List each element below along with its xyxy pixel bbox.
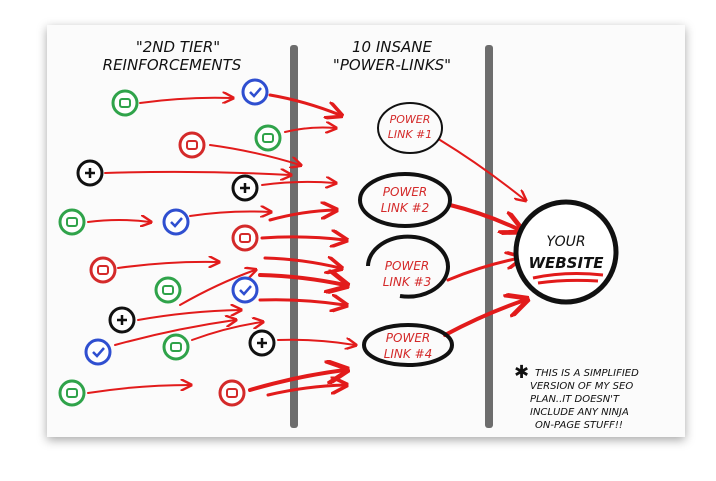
power-link-1-line2: LINK #1	[388, 128, 433, 141]
your-website-circle	[513, 199, 619, 305]
power-link-2-circle	[358, 172, 452, 228]
green-icon-16	[162, 333, 190, 361]
power-link-1-circle	[377, 102, 443, 154]
red-arrow-10	[117, 262, 218, 269]
red-icon-18	[218, 379, 246, 407]
red-arrow-19	[248, 370, 345, 392]
heading-tier2-line2: REINFORCEMENTS	[103, 56, 242, 74]
footnote-line1: THIS IS A SIMPLIFIED	[535, 368, 639, 379]
red-arrow-16	[191, 322, 262, 341]
black-icon-6	[231, 174, 259, 202]
power-link-2-line2: LINK #2	[381, 201, 430, 215]
black-icon-13	[108, 306, 136, 334]
red-arrow-15	[114, 320, 235, 346]
heading-power-line2: "POWER-LINKS"	[333, 56, 451, 74]
footnote-star-icon: ✱	[514, 362, 529, 383]
heading-tier2-line1: "2ND TIER"	[136, 38, 220, 56]
heading-power-line1: 10 INSANE	[352, 38, 433, 56]
footnote-line3: PLAN..IT DOESN'T	[530, 394, 620, 405]
arrow-layer	[87, 93, 525, 397]
power-link-4: POWER LINK #4	[362, 323, 454, 367]
red-arrow-11	[258, 275, 345, 285]
power-link-4-line2: LINK #4	[384, 347, 433, 361]
power-link-4-circle	[362, 323, 454, 367]
red-icon-9	[231, 224, 259, 252]
red-arrow-13	[179, 270, 255, 306]
blue-icon-2	[241, 78, 269, 106]
your-website-underline	[532, 272, 604, 285]
blue-icon-8	[162, 208, 190, 236]
divider-right	[485, 45, 493, 428]
black-icon-14	[248, 329, 276, 357]
power-link-3-line2: LINK #3	[383, 275, 432, 289]
red-arrow-8	[87, 220, 150, 222]
power-link-1-line1: POWER	[390, 113, 431, 126]
power-link-2: POWER LINK #2	[358, 172, 452, 228]
red-arrow-24	[443, 300, 525, 337]
power-link-3-circle	[366, 234, 450, 299]
red-arrow-18	[87, 385, 190, 394]
green-icon-1	[111, 89, 139, 117]
footnote-line4: INCLUDE ANY NINJA	[530, 407, 629, 418]
icon-layer	[58, 78, 282, 407]
red-icon-3	[178, 131, 206, 159]
red-arrow-22	[448, 203, 520, 230]
red-arrow-21	[439, 139, 525, 200]
power-link-1: POWER LINK #1	[377, 102, 443, 154]
red-arrow-3	[284, 128, 335, 133]
your-website-line1: YOUR	[546, 234, 585, 250]
red-arrow-1	[139, 98, 232, 103]
power-link-2-line1: POWER	[383, 185, 427, 199]
green-icon-7	[58, 208, 86, 236]
footnote-line5: ON-PAGE STUFF!!	[535, 420, 623, 431]
red-arrow-6	[261, 182, 335, 185]
red-arrow-7	[189, 212, 270, 217]
red-arrow-14	[137, 310, 240, 321]
red-arrow-25	[268, 210, 335, 222]
red-arrow-12	[258, 300, 345, 305]
power-link-3-line1: POWER	[385, 259, 429, 273]
green-icon-11	[154, 276, 182, 304]
your-website-line2: WEBSITE	[528, 254, 604, 272]
power-link-4-line1: POWER	[386, 331, 430, 345]
red-icon-10	[89, 256, 117, 284]
footnote: ✱ THIS IS A SIMPLIFIED VERSION OF MY SEO…	[514, 362, 639, 431]
red-arrow-26	[263, 258, 340, 268]
red-arrow-23	[446, 258, 520, 282]
green-icon-4	[254, 124, 282, 152]
red-arrow-2	[268, 93, 340, 115]
black-icon-5	[76, 159, 104, 187]
footnote-line2: VERSION OF MY SEO	[530, 381, 633, 392]
red-arrow-9	[260, 237, 345, 240]
blue-icon-15	[84, 338, 112, 366]
red-arrow-20	[266, 385, 345, 397]
blue-icon-12	[231, 276, 259, 304]
red-arrow-4	[209, 144, 300, 165]
power-link-3: POWER LINK #3	[366, 234, 450, 299]
green-icon-17	[58, 379, 86, 407]
your-website: YOUR WEBSITE	[513, 199, 619, 305]
red-arrow-5	[104, 172, 290, 175]
red-arrow-17	[277, 340, 355, 345]
